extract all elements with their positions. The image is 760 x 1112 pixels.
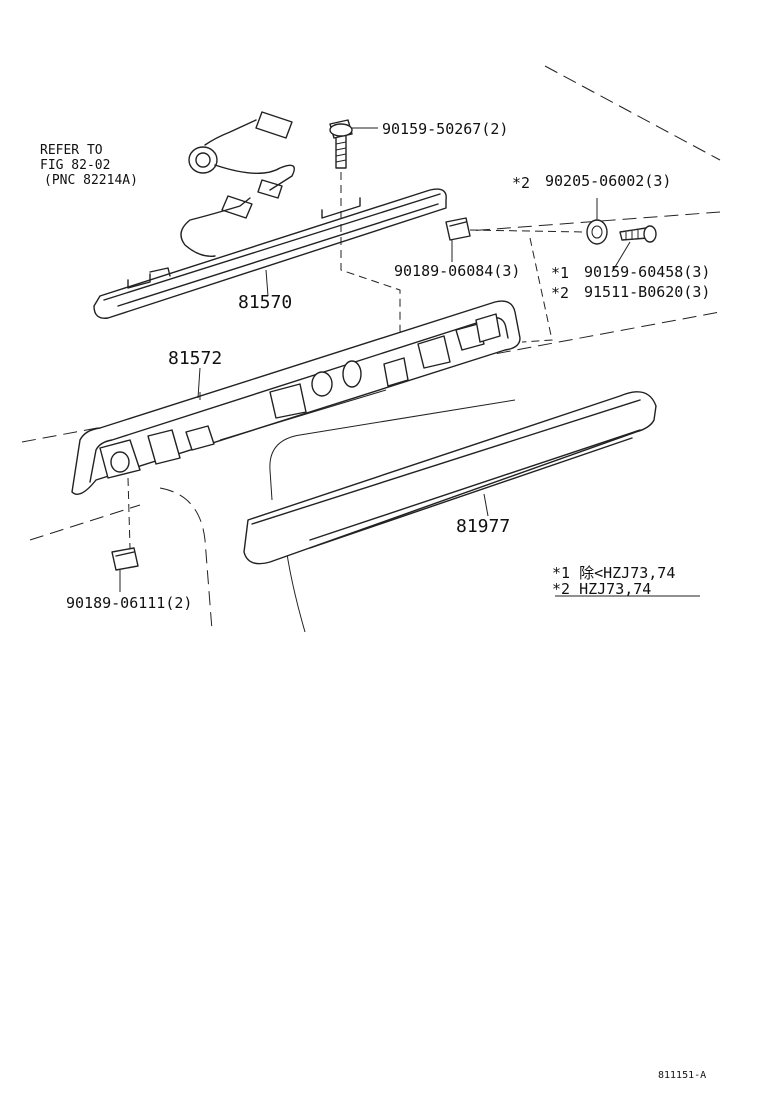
label-screw-2: 91511-B0620(3) (584, 283, 710, 301)
clip-90189-06111 (111, 477, 139, 592)
lamp-assembly-81570 (93, 188, 447, 319)
wire-harness (180, 111, 295, 257)
label-clip-upper: 90189-06084(3) (394, 262, 520, 280)
label-lamp-assy: 81570 (238, 292, 292, 313)
lamp-base-81572 (71, 300, 521, 495)
label-cover: 81977 (456, 516, 510, 537)
legend-note-1: *1 除<HZJ73,74 (552, 564, 675, 582)
label-screw-mark-1: *1 (551, 264, 569, 282)
reference-line-1: REFER TO (40, 143, 103, 158)
label-bolt-top: 90159-50267(2) (382, 120, 508, 138)
label-lamp-base: 81572 (168, 348, 222, 369)
reference-line-2: FIG 82-02 (40, 158, 110, 173)
label-washer-mark: *2 (512, 174, 530, 192)
cover-81977 (243, 391, 657, 565)
label-clip-lower: 90189-06111(2) (66, 594, 192, 612)
figure-id: 811151-A (658, 1070, 706, 1081)
label-screw-1: 90159-60458(3) (584, 263, 710, 281)
bolt-90159-50267 (329, 119, 405, 366)
label-screw-mark-2: *2 (551, 284, 569, 302)
reference-line-3: (PNC 82214A) (44, 173, 138, 188)
label-washer: 90205-06002(3) (545, 172, 671, 190)
upper-fasteners (445, 198, 657, 343)
legend-note-2: *2 HZJ73,74 (552, 580, 651, 598)
leader-lines (197, 367, 700, 597)
